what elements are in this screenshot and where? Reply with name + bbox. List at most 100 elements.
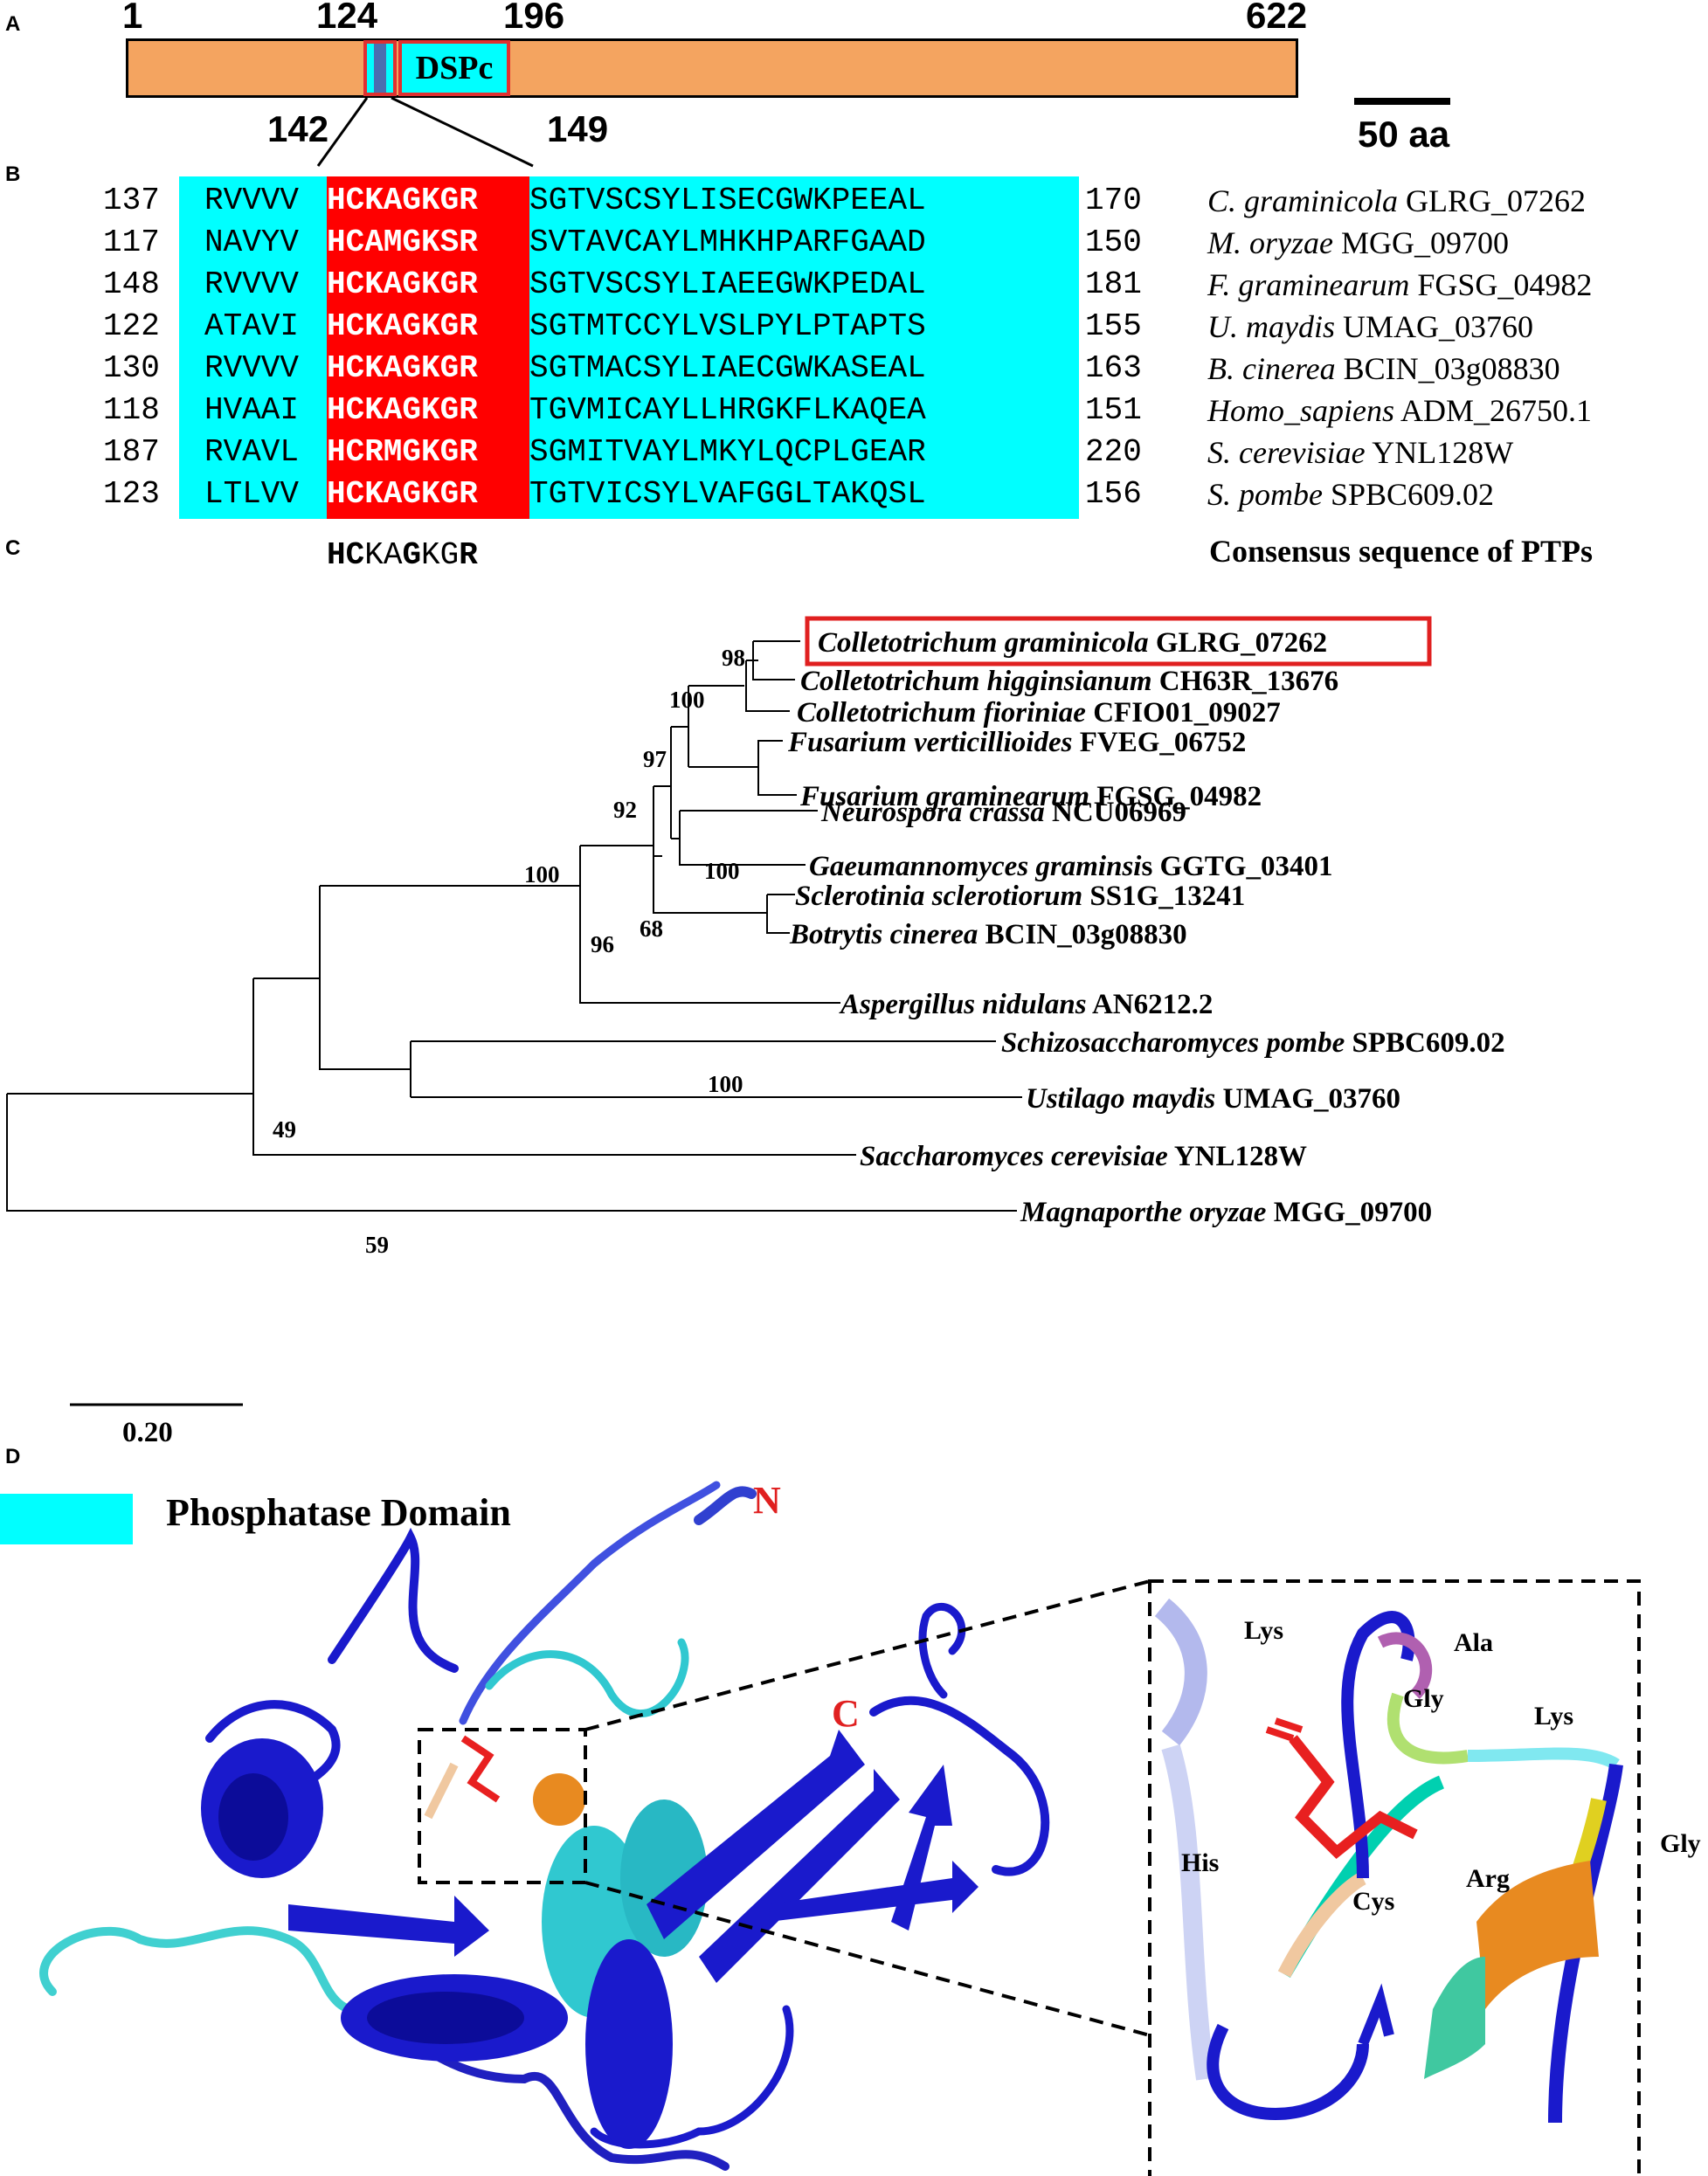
position-dspc-start: 124 xyxy=(316,0,378,36)
dspc-domain: DSPc xyxy=(398,40,510,96)
scale-bar-aa xyxy=(1354,98,1450,105)
taxon-label: Fusarium graminearum FGSG_04982 xyxy=(799,781,1262,812)
alignment-pre: NAVYV xyxy=(204,225,300,260)
alignment-post: SVTAVCAYLMHKHPARFGAAD xyxy=(529,225,926,260)
residue-label: Cys xyxy=(1352,1887,1394,1916)
bootstrap-value: 100 xyxy=(704,858,740,884)
phylogenetic-tree: Colletotrichum graminicola GLRG_07262Col… xyxy=(6,616,1505,1448)
alignment-species: S. cerevisiae YNL128W xyxy=(1207,435,1514,470)
consensus-bold-1: HC xyxy=(327,537,365,573)
position-dspc-end: 196 xyxy=(503,0,565,36)
alignment-motif: HCKAGKGR xyxy=(327,266,478,302)
position-motif-start: 142 xyxy=(267,108,329,149)
alignment-start: 130 xyxy=(103,350,160,386)
alignment-motif: HCAMGKSR xyxy=(327,225,478,260)
alignment-end: 155 xyxy=(1085,308,1142,344)
alignment-start: 148 xyxy=(103,266,160,302)
taxon-label: Colletotrichum graminicola GLRG_07262 xyxy=(818,627,1327,659)
bootstrap-value: 97 xyxy=(643,746,667,772)
panel-letter-b: B xyxy=(5,162,21,186)
structure-strands xyxy=(288,1730,978,1983)
structure-active-site xyxy=(424,1735,501,1820)
position-start: 1 xyxy=(122,0,143,36)
bootstrap-value: 59 xyxy=(365,1232,389,1258)
alignment-species: M. oryzae MGG_09700 xyxy=(1207,225,1509,260)
alignment-pre: RVVVV xyxy=(204,266,300,302)
alignment-post: SGMITVAYLMKYLQCPLGEAR xyxy=(529,434,926,470)
alignment-pre: LTLVV xyxy=(204,476,300,512)
protein-bar xyxy=(126,38,1298,98)
bootstrap-value: 100 xyxy=(524,861,560,888)
taxon-label: Gaeumannomyces graminsis GGTG_03401 xyxy=(809,851,1333,882)
consensus-sequence: HCKAGKGR xyxy=(327,535,478,577)
consensus-label: Consensus sequence of PTPs xyxy=(1209,534,1594,569)
alignment-species: Homo_sapiens ADM_26750.1 xyxy=(1207,393,1593,428)
taxon-label: Colletotrichum fioriniae CFIO01_09027 xyxy=(797,697,1281,729)
alignment-end: 220 xyxy=(1085,434,1142,470)
taxon-label: Colletotrichum higginsianum CH63R_13676 xyxy=(800,666,1338,697)
consensus-bold-3: R xyxy=(459,537,478,573)
structure-helices xyxy=(201,1738,708,2149)
alignment-motif: HCKAGKGR xyxy=(327,308,478,344)
legend-label: Phosphatase Domain xyxy=(166,1491,511,1534)
alignment-end: 170 xyxy=(1085,183,1142,218)
residue-label: Gly xyxy=(1660,1829,1701,1858)
residue-label: His xyxy=(1181,1848,1219,1877)
alignment-species: F. graminearum FGSG_04982 xyxy=(1207,267,1593,302)
alignment-end: 181 xyxy=(1085,266,1142,302)
alignment-start: 123 xyxy=(103,476,160,512)
alignment-species: U. maydis UMAG_03760 xyxy=(1207,309,1534,344)
alignment-start: 137 xyxy=(103,183,160,218)
bootstrap-value: 98 xyxy=(722,645,745,671)
panel-letter-a: A xyxy=(5,12,21,36)
alignment-pre: ATAVI xyxy=(204,308,300,344)
residue-label: Ala xyxy=(1454,1628,1493,1657)
tree-leaf-stubs xyxy=(758,640,818,934)
taxon-label: Botrytis cinerea BCIN_03g08830 xyxy=(789,919,1187,950)
taxon-label: Saccharomyces cerevisiae YNL128W xyxy=(860,1141,1307,1172)
alignment-end: 156 xyxy=(1085,476,1142,512)
residue-label: Lys xyxy=(1244,1616,1283,1645)
alignment-post: SGTMTCCYLVSLPYLPTAPTS xyxy=(529,308,926,344)
bootstrap-value: 68 xyxy=(640,915,663,942)
alignment-pre: RVVVV xyxy=(204,183,300,218)
c-terminal-label: C xyxy=(832,1692,860,1735)
position-motif-end: 149 xyxy=(547,108,609,149)
alignment-motif: HCKAGKGR xyxy=(327,392,478,428)
alignment-start: 117 xyxy=(103,225,160,260)
bootstrap-value: 100 xyxy=(708,1071,743,1097)
taxon-label: Fusarium verticillioides FVEG_06752 xyxy=(787,727,1246,758)
alignment-species: S. pombe SPBC609.02 xyxy=(1207,477,1495,512)
alignment-motif: HCKAGKGR xyxy=(327,183,478,218)
highlight-box xyxy=(805,616,1432,667)
taxon-label: Schizosaccharomyces pombe SPBC609.02 xyxy=(1001,1027,1505,1059)
zoom-panel xyxy=(1148,1579,1641,2176)
bootstrap-value: 100 xyxy=(669,687,705,713)
alignment-row: 122 ATAVI HCKAGKGR SGTMTCCYLVSLPYLPTAPTS 155… xyxy=(0,306,1708,348)
structure-coils xyxy=(39,1481,1050,2171)
consensus-bold-2: G xyxy=(402,537,422,573)
taxon-label: Sclerotinia sclerotiorum SS1G_13241 xyxy=(795,881,1245,912)
alignment-end: 151 xyxy=(1085,392,1142,428)
bootstrap-value: 49 xyxy=(273,1116,296,1143)
alignment-pre: RVAVL xyxy=(204,434,300,470)
alignment-post: SGTVSCSYLIAEEGWKPEDAL xyxy=(529,266,926,302)
alignment-start: 122 xyxy=(103,308,160,344)
alignment-post: TGTVICSYLVAFGGLTAKQSL xyxy=(529,476,926,512)
alignment-pre: HVAAI xyxy=(204,392,300,428)
tree-branches xyxy=(6,640,1022,1212)
alignment-post: SGTVSCSYLISECGWKPEEAL xyxy=(529,183,926,218)
motif-highlight xyxy=(327,176,529,519)
alignment-species: B. cinerea BCIN_03g08830 xyxy=(1207,351,1560,386)
legend-swatch xyxy=(0,1494,133,1544)
zoom-lines xyxy=(316,96,534,168)
n-terminal-label: N xyxy=(753,1479,781,1522)
alignment-post: SGTMACSYLIAECGWKASEAL xyxy=(529,350,926,386)
